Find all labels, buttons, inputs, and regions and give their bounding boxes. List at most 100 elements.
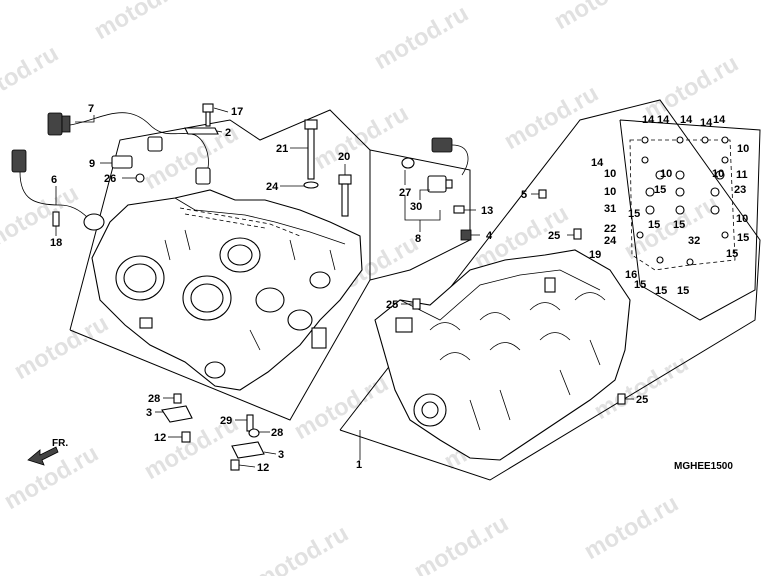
- callout-24-upper: 24: [266, 181, 279, 193]
- callout-14-c: 14: [680, 114, 693, 126]
- sensor-30-wire: [451, 144, 469, 176]
- callout-15-a: 15: [654, 184, 666, 196]
- callout-23: 23: [734, 184, 746, 196]
- callout-11: 11: [736, 169, 748, 181]
- callout-19: 19: [589, 249, 601, 261]
- callout-28-b: 28: [271, 427, 283, 439]
- callout-10-d: 10: [712, 168, 724, 180]
- front-arrow-icon: [27, 446, 59, 466]
- mounting-lug: [139, 317, 153, 329]
- oil-sensor-group: [401, 137, 472, 241]
- callout-28-a: 28: [148, 393, 160, 405]
- watermark-text: motod.ru: [580, 490, 684, 565]
- bolt-hole: [645, 205, 655, 215]
- watermark-text: motod.ru: [0, 40, 63, 115]
- upper-crankcase: [91, 189, 363, 391]
- bolt-plate-outline: [629, 139, 736, 271]
- callout-15-g: 15: [655, 285, 667, 297]
- bolt-hole: [645, 187, 655, 197]
- callout-24-right: 24: [604, 235, 617, 247]
- callout-15-e: 15: [726, 248, 738, 260]
- bolt-pattern-plate: [629, 136, 736, 271]
- callout-17: 17: [231, 106, 243, 118]
- callout-12-a: 12: [154, 432, 166, 444]
- callout-10-c: 10: [660, 168, 672, 180]
- callout-14-f: 14: [591, 157, 604, 169]
- callout-15-i: 15: [628, 208, 640, 220]
- bolt-hole: [715, 170, 725, 180]
- sensor-30-tip: [445, 179, 453, 189]
- dowel-29: [246, 414, 254, 432]
- dowel-25: [412, 298, 421, 310]
- callout-25-c: 25: [636, 394, 648, 406]
- dowel-28b: [248, 428, 260, 438]
- mounting-lug: [311, 327, 327, 349]
- callout-21: 21: [276, 143, 288, 155]
- callout-14-e: 14: [713, 114, 726, 126]
- bolt-hole: [636, 231, 644, 239]
- bolt-21: [307, 128, 315, 180]
- group-8-bracket: [404, 195, 441, 221]
- oil-pump-bore-inner: [421, 401, 439, 419]
- casting-rib: [469, 339, 601, 431]
- bolt-5: [538, 189, 547, 199]
- plug-4: [460, 229, 472, 241]
- leader-30: [419, 189, 430, 200]
- bracket-2: [184, 127, 219, 135]
- watermark-text: motod.ru: [250, 520, 354, 576]
- callout-29: 29: [220, 415, 232, 427]
- callout-10-f: 10: [736, 213, 748, 225]
- connector-7-lock: [61, 115, 71, 133]
- callout-2: 2: [225, 127, 231, 139]
- callout-3-b: 3: [278, 449, 284, 461]
- mounting-lug: [544, 277, 556, 293]
- callout-16: 16: [625, 269, 637, 281]
- watermark-text: motod.ru: [310, 100, 414, 175]
- watermark-text: motod.ru: [620, 190, 724, 265]
- callout-10-a: 10: [737, 143, 749, 155]
- washer-24: [303, 181, 319, 189]
- o-ring-27: [401, 157, 415, 169]
- crank-boss: [287, 309, 313, 331]
- bolt-20-head: [338, 174, 352, 185]
- callout-7: 7: [88, 103, 94, 115]
- callout-labels: 7 17 2 21 20 24 9 26 6 18 27 30 13 4 8 5…: [50, 103, 749, 474]
- bolt-hole: [641, 136, 649, 144]
- callout-25-b: 25: [386, 299, 398, 311]
- callout-20: 20: [338, 151, 350, 163]
- callout-4: 4: [486, 230, 493, 242]
- harness-7-wire: [69, 112, 209, 169]
- finned-top-area: [179, 207, 301, 237]
- sensor-30-body: [427, 175, 447, 193]
- watermark-text: motod.ru: [550, 0, 654, 35]
- washer-26: [135, 173, 145, 183]
- callout-25-a: 25: [548, 230, 560, 242]
- callout-27: 27: [399, 187, 411, 199]
- bolt-hole: [721, 156, 729, 164]
- callout-32: 32: [688, 235, 700, 247]
- callout-14-a: 14: [642, 114, 655, 126]
- callout-22: 22: [604, 223, 616, 235]
- knock-sensor-harness: [11, 112, 211, 231]
- connector-6: [11, 149, 27, 173]
- callout-6: 6: [51, 174, 57, 186]
- cylinder-bore-3-inner: [227, 244, 253, 266]
- callout-14-d: 14: [700, 117, 713, 129]
- callout-15-f: 15: [634, 279, 646, 291]
- casting-rib: [164, 229, 336, 351]
- cylinder-bore-1-inner: [123, 263, 157, 293]
- bolt-hole: [655, 170, 665, 180]
- bolt-hole: [701, 136, 709, 144]
- diagram-code: MGHEE1500: [674, 461, 733, 472]
- callout-26: 26: [104, 173, 116, 185]
- callout-31: 31: [604, 203, 616, 215]
- bolt-21-head: [304, 119, 318, 130]
- bottom-small-parts: [161, 189, 626, 471]
- callout-15-c: 15: [673, 219, 685, 231]
- mounting-lug: [395, 317, 413, 333]
- harness-7-grommet: [195, 167, 211, 185]
- callout-9: 9: [89, 158, 95, 170]
- watermark-text: motod.ru: [410, 510, 514, 576]
- watermark-text: motod.ru: [0, 180, 83, 255]
